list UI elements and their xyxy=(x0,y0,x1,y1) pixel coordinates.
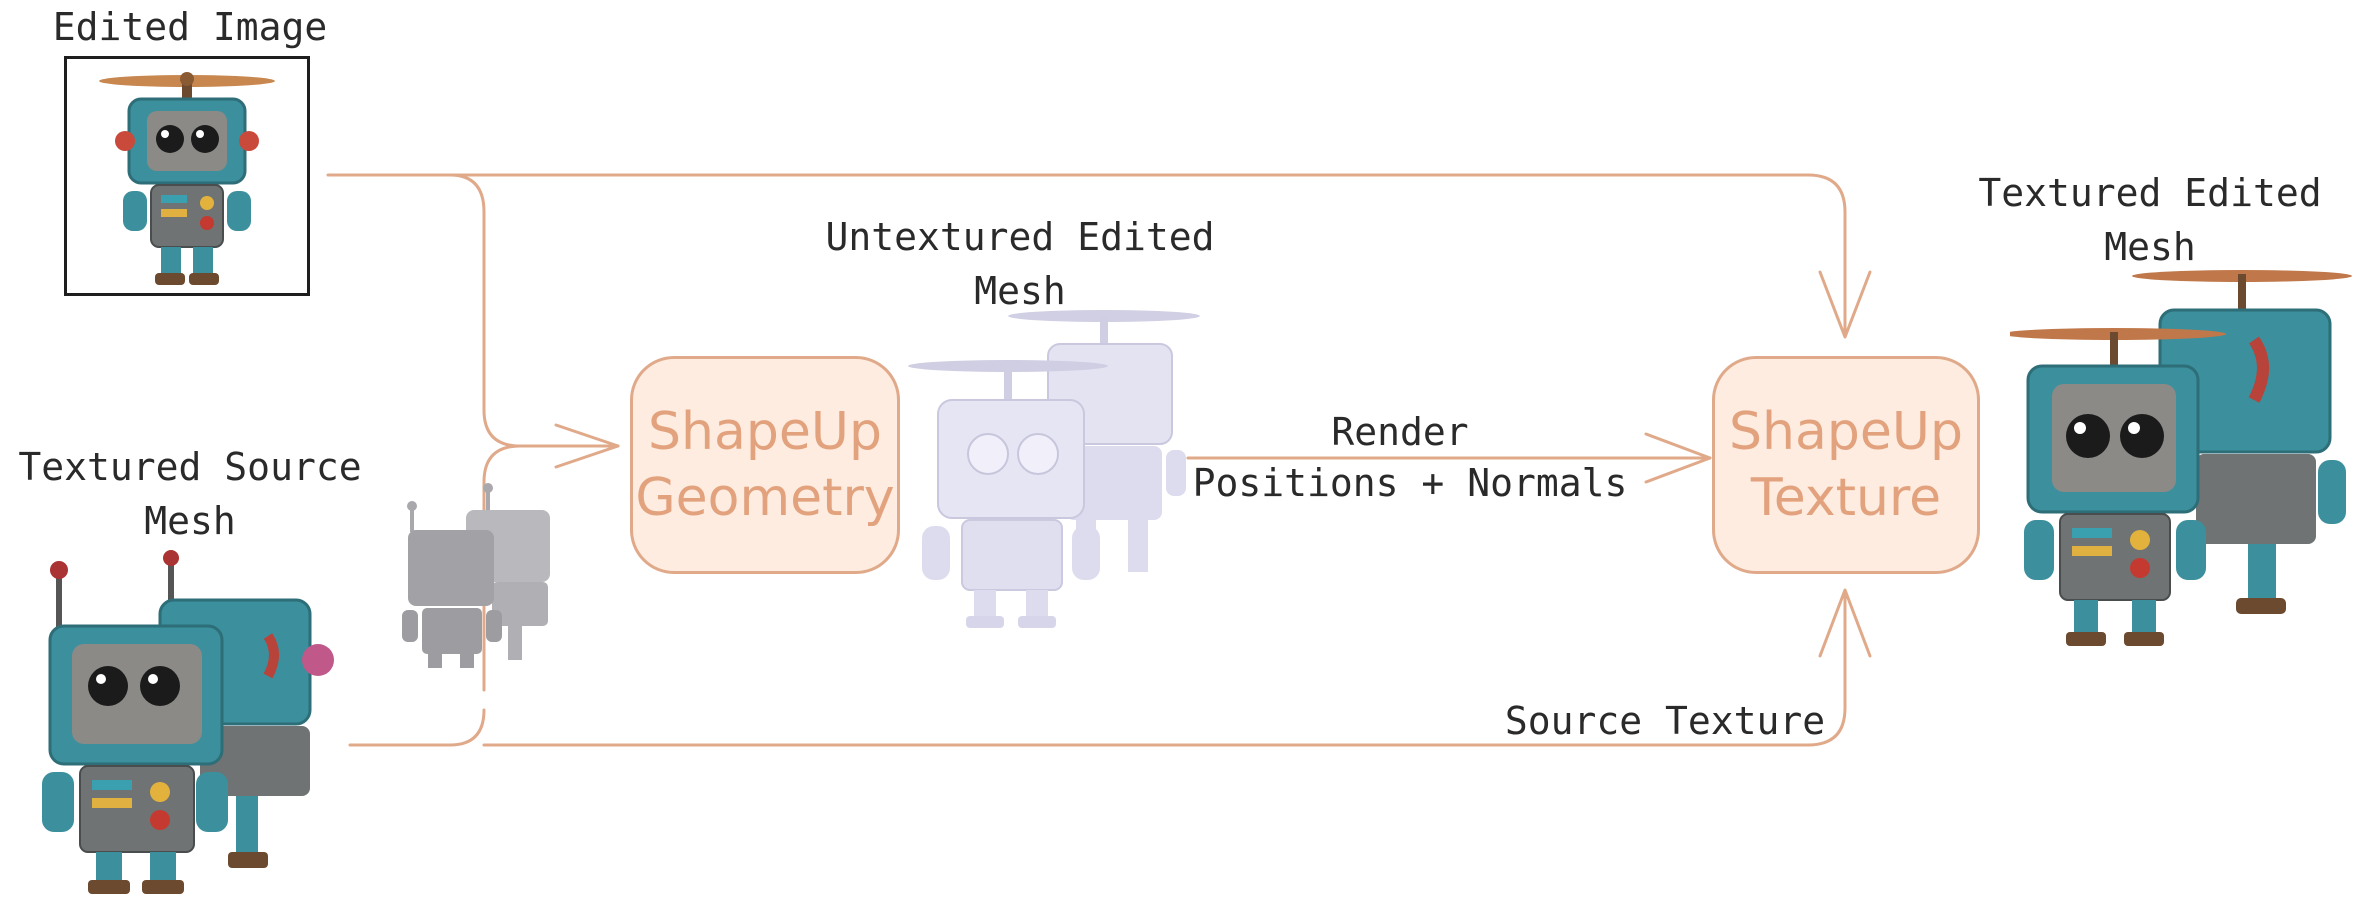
shapeup-geometry-line-2: Geometry xyxy=(635,468,895,528)
render-label: Render xyxy=(1331,410,1469,454)
source-texture-arrowhead xyxy=(1818,588,1872,658)
textured-edited-mesh-image xyxy=(2010,270,2352,646)
untextured-edited-mesh-image xyxy=(908,310,1200,628)
edited-image-to-geometry-arrow xyxy=(448,173,620,448)
untextured-edited-mesh-label-line-1: Untextured Edited xyxy=(825,215,1215,259)
untextured-edited-mesh-label-line-2: Mesh xyxy=(974,269,1066,313)
shapeup-texture-box: ShapeUp Texture xyxy=(1712,356,1980,574)
textured-source-robot-image xyxy=(42,550,334,894)
edited-image-frame xyxy=(64,56,310,296)
source-texture-arrow xyxy=(348,590,1847,747)
textured-source-mesh-label-line-2: Mesh xyxy=(144,499,236,543)
textured-edited-mesh-label-line-2: Mesh xyxy=(2104,225,2196,269)
edited-image-to-texture-arrowhead xyxy=(1818,270,1872,339)
source-texture-label: Source Texture xyxy=(1504,699,1826,743)
edited-robot-image xyxy=(99,72,275,285)
edited-image-to-texture-arrow xyxy=(326,173,1847,337)
positions-normals-label: Positions + Normals xyxy=(1192,461,1628,505)
source-mesh-to-geometry-arrow xyxy=(482,444,522,692)
edited-image-label: Edited Image xyxy=(52,5,328,49)
textured-source-mesh-label-line-1: Textured Source xyxy=(18,445,362,489)
shapeup-texture-line-2: Texture xyxy=(1750,468,1942,528)
render-arrowhead xyxy=(1644,432,1712,484)
geometry-input-arrowhead xyxy=(554,423,620,469)
gray-source-mesh-image xyxy=(402,483,550,668)
shapeup-geometry-line-1: ShapeUp xyxy=(648,402,882,462)
textured-edited-mesh-label-line-1: Textured Edited xyxy=(1978,171,2322,215)
shapeup-texture-line-1: ShapeUp xyxy=(1729,402,1963,462)
shapeup-geometry-box: ShapeUp Geometry xyxy=(630,356,900,574)
